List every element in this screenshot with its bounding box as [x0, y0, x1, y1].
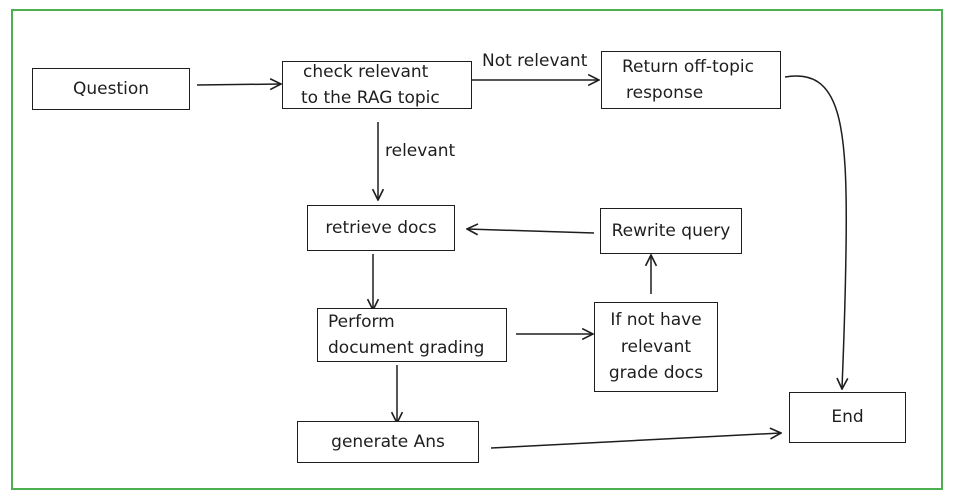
node-not-relevant-docs: If not have relevant grade docs — [594, 302, 718, 392]
node-rewrite-query-label: Rewrite query — [611, 220, 731, 241]
node-end-label: End — [831, 407, 864, 428]
edge-generate-to-end — [490, 433, 781, 449]
node-offtopic-line1: Return off-topic — [622, 56, 754, 77]
node-notrel-line3: grade docs — [608, 363, 704, 384]
node-generate-answer-label: generate Ans — [331, 431, 445, 452]
node-document-grading: Perform document grading — [317, 308, 507, 362]
node-generate-answer: generate Ans — [297, 421, 479, 463]
node-check-relevant-text: check relevant to the RAG topic — [301, 59, 440, 112]
node-offtopic-response-text: Return off-topic response — [622, 54, 754, 107]
node-document-grading-text: Perform document grading — [328, 309, 484, 362]
node-not-relevant-docs-text: If not have relevant grade docs — [609, 307, 703, 386]
node-grading-line1: Perform — [328, 311, 395, 332]
node-retrieve-docs-label: retrieve docs — [325, 217, 437, 238]
node-offtopic-response: Return off-topic response — [601, 51, 781, 109]
label-not-relevant: Not relevant — [482, 51, 588, 71]
node-offtopic-line2: response — [626, 83, 704, 103]
node-grading-line2: document grading — [328, 338, 485, 358]
node-question: Question — [32, 68, 190, 110]
edge-rewrite-to-retrieve — [467, 229, 595, 233]
node-end: End — [789, 392, 906, 443]
node-rewrite-query: Rewrite query — [600, 208, 742, 254]
diagram-frame — [11, 9, 943, 490]
node-check-relevant-line2: to the RAG topic — [301, 88, 440, 108]
edge-question-to-check — [196, 84, 281, 85]
label-relevant: relevant — [385, 141, 456, 161]
node-retrieve-docs: retrieve docs — [307, 205, 455, 251]
node-check-relevant-line1: check relevant — [303, 61, 429, 82]
node-notrel-line2: relevant — [620, 336, 692, 357]
node-notrel-line1: If not have — [610, 310, 702, 331]
node-question-label: Question — [72, 78, 150, 99]
edge-offtopic-to-end — [784, 75, 846, 389]
node-check-relevant: check relevant to the RAG topic — [282, 61, 472, 109]
